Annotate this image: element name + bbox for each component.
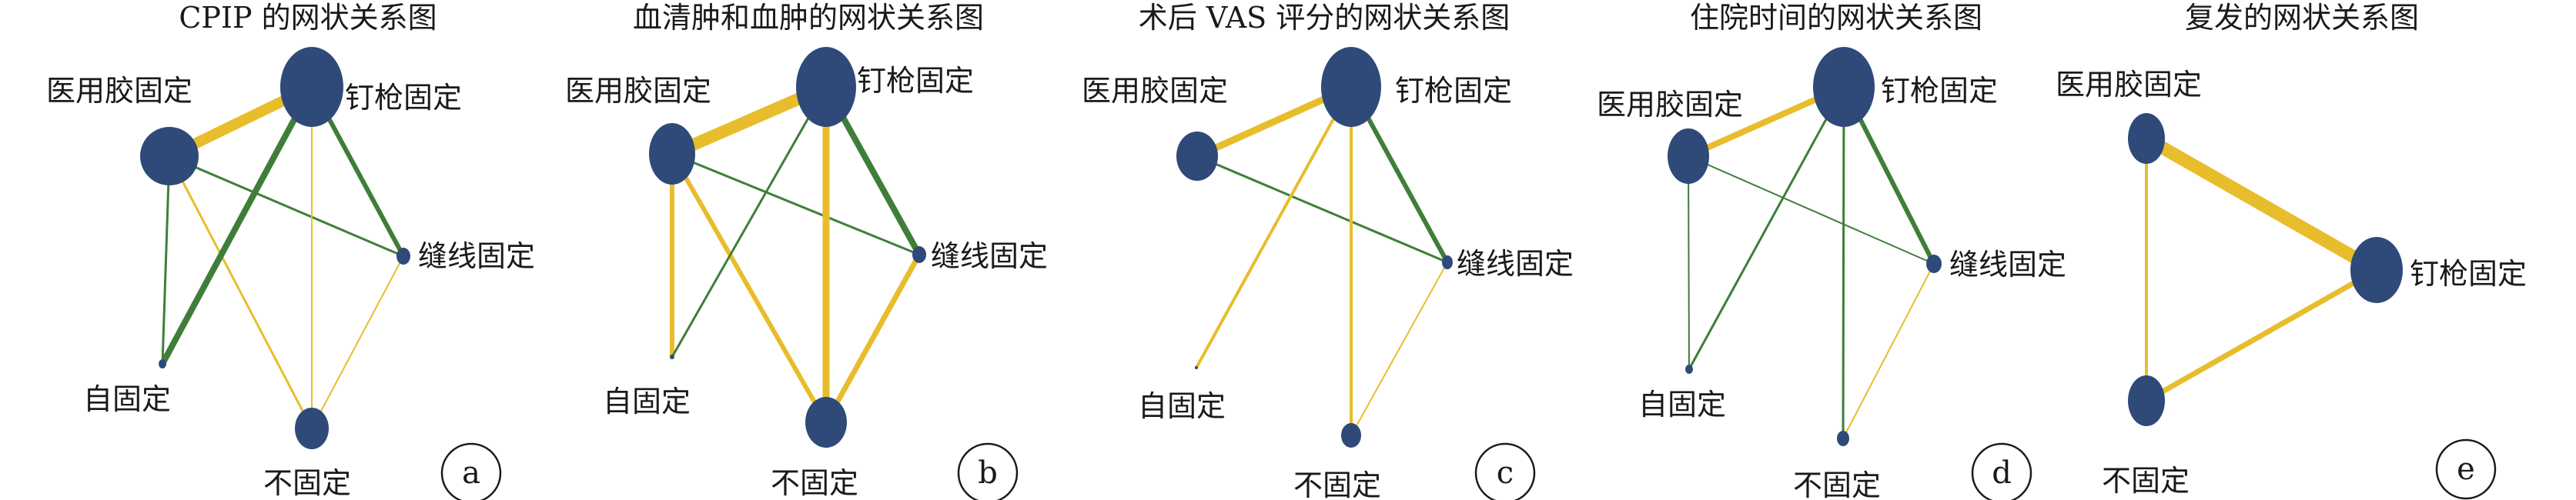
- edge-group: [1195, 83, 1450, 436]
- node-label-staple: 钉枪固定: [345, 81, 462, 115]
- node-label-glue: 医用胶固定: [2056, 68, 2202, 102]
- node-self: [159, 359, 166, 368]
- panel-letter-circle: [1474, 442, 1536, 500]
- node-label-self: 自固定: [603, 385, 691, 418]
- edge-group: [159, 82, 406, 429]
- node-label-suture: 缝线固定: [418, 239, 535, 273]
- edge-suture-none: [823, 253, 922, 424]
- node-none: [295, 408, 329, 449]
- node-suture: [396, 248, 410, 265]
- panel-letter-badge: b: [957, 442, 1019, 500]
- node-suture: [1442, 255, 1453, 269]
- panel-title: 复发的网状关系图: [2185, 1, 2419, 35]
- node-none: [1341, 423, 1361, 448]
- edge-glue-self: [1688, 155, 1690, 370]
- node-label-staple: 钉枪固定: [2410, 257, 2527, 291]
- node-self: [670, 355, 674, 359]
- node-glue: [2128, 113, 2165, 164]
- node-label-none: 不固定: [263, 466, 351, 500]
- node-label-staple: 钉枪固定: [1395, 74, 1512, 108]
- node-self: [1195, 366, 1198, 369]
- node-suture: [1926, 255, 1942, 273]
- panel-letter-badge: d: [1971, 442, 2032, 500]
- panel-letter: e: [2457, 452, 2475, 487]
- node-label-glue: 医用胶固定: [46, 74, 192, 108]
- node-glue: [649, 123, 695, 185]
- node-label-none: 不固定: [2102, 464, 2190, 498]
- edge-suture-none: [1350, 262, 1448, 436]
- node-label-glue: 医用胶固定: [565, 74, 711, 108]
- edge-suture-none: [1842, 263, 1935, 439]
- node-staple: [1813, 47, 1875, 127]
- node-label-glue: 医用胶固定: [1082, 74, 1228, 108]
- node-none: [2128, 375, 2165, 426]
- node-label-suture: 缝线固定: [1457, 247, 1574, 281]
- node-glue: [1176, 132, 1218, 181]
- edge-group: [2143, 132, 2380, 404]
- panel-title: 术后 VAS 评分的网状关系图: [1139, 1, 1510, 35]
- panel-letter-badge: a: [440, 442, 502, 500]
- node-self: [1685, 365, 1693, 374]
- node-label-glue: 医用胶固定: [1597, 88, 1743, 122]
- node-label-self: 自固定: [83, 382, 171, 416]
- edge-staple-self: [1195, 86, 1353, 368]
- node-glue: [140, 127, 199, 185]
- panel-letter: c: [1497, 455, 1514, 491]
- panel-letter: b: [978, 455, 998, 491]
- node-label-suture: 缝线固定: [931, 239, 1048, 273]
- edge-glue-none: [670, 152, 828, 424]
- node-staple: [2350, 237, 2403, 303]
- node-staple: [1321, 47, 1381, 127]
- panel-title: 血清肿和血肿的网状关系图: [633, 1, 984, 35]
- node-glue: [1668, 128, 1709, 184]
- panel-letter-circle: [1971, 442, 2032, 500]
- panel-letter: a: [462, 455, 480, 491]
- edge-glue-staple: [2143, 132, 2380, 276]
- edge-suture-none: [311, 255, 404, 429]
- edge-glue-suture: [1196, 155, 1448, 264]
- node-none: [805, 397, 847, 448]
- node-label-none: 不固定: [1793, 468, 1881, 500]
- node-label-suture: 缝线固定: [1949, 248, 2066, 282]
- node-none: [1837, 431, 1849, 446]
- edge-staple-none: [1842, 86, 1845, 439]
- edge-glue-suture: [169, 155, 404, 258]
- node-label-staple: 钉枪固定: [1881, 74, 1998, 108]
- panel-letter: d: [1992, 455, 2012, 491]
- edge-glue-suture: [671, 152, 920, 256]
- node-label-self: 自固定: [1138, 389, 1226, 423]
- edge-staple-self: [671, 86, 828, 358]
- node-staple: [796, 47, 856, 127]
- edge-staple-self: [159, 85, 315, 365]
- edge-staple-none: [2145, 267, 2378, 404]
- edge-glue-none: [168, 155, 313, 429]
- node-staple: [280, 47, 343, 127]
- panel-title: 住院时间的网状关系图: [1690, 1, 1982, 35]
- panel-title: CPIP 的网状关系图: [179, 1, 437, 35]
- panel-letter-badge: e: [2435, 438, 2497, 500]
- edge-group: [669, 81, 922, 424]
- node-label-staple: 钉枪固定: [857, 64, 974, 98]
- node-label-self: 自固定: [1638, 388, 1726, 422]
- edge-glue-self: [161, 155, 171, 365]
- edge-group: [1687, 84, 1936, 439]
- panel-letter-circle: [2435, 438, 2497, 500]
- node-label-none: 不固定: [1293, 468, 1381, 500]
- node-label-none: 不固定: [771, 466, 858, 500]
- panel-letter-badge: c: [1474, 442, 1536, 500]
- edge-glue-suture: [1688, 155, 1935, 265]
- node-suture: [912, 246, 926, 263]
- panel-letter-circle: [957, 442, 1019, 500]
- edge-staple-self: [1688, 86, 1845, 370]
- panel-letter-circle: [440, 442, 502, 500]
